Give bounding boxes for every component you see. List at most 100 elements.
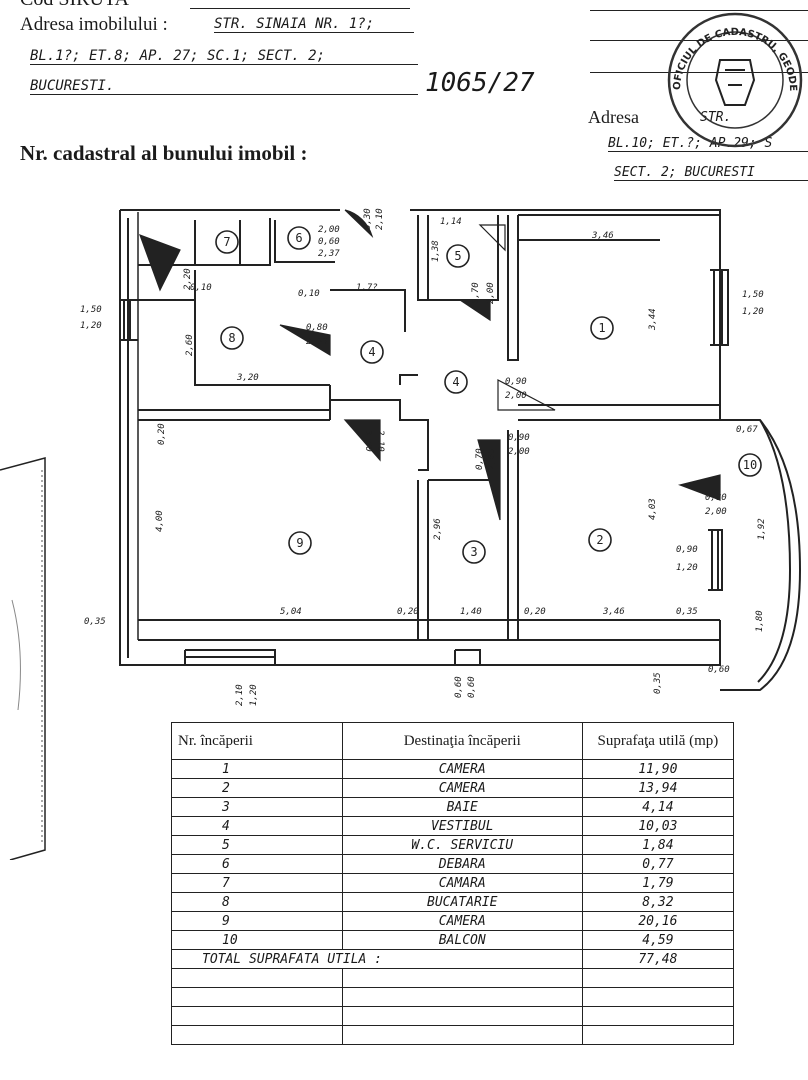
table-empty-row [171,1025,735,1045]
dim-text: 0,70 [475,448,485,470]
file-number: 1065/27 [425,68,535,98]
cod-siruta-underline [190,8,410,9]
table-empty-row [171,1006,735,1026]
cell-sup: 4,14 [581,797,735,817]
room-label-4b: 4 [452,375,459,389]
cell-sup: 10,03 [581,816,735,836]
cell-nr: 5 [171,835,343,855]
right-header-line-3 [590,72,808,73]
dim-text: 0,60 [467,676,477,698]
rooms-table-container: Nr. încăperii Destinaţia încăperii Supra… [171,722,735,1045]
dim-text: 0,10 [190,283,212,293]
dim-text: 0,60 [708,665,730,675]
cell-nr: 8 [171,892,343,912]
dim-text: 0,90 [508,433,530,443]
table-total-row: TOTAL SUPRAFATA UTILA : 77,48 [171,949,735,969]
total-value: 77,48 [581,949,735,969]
header-suprafata: Suprafaţa utilă (mp) [581,722,735,760]
dim-text: 2,00 [318,225,340,235]
dim-text: 0,60 [454,676,464,698]
cell-dest: BAIE [341,797,583,817]
room-label-1: 1 [598,321,605,335]
table-row: 7 CAMARA 1,79 [171,873,735,893]
dim-text: 1,40 [460,607,482,617]
room-label-10: 10 [743,458,757,472]
cell-sup: 13,94 [581,778,735,798]
cell-sup: 20,16 [581,911,735,931]
cell-sup: 1,79 [581,873,735,893]
cell-nr: 9 [171,911,343,931]
address-label: Adresa imobilului : [20,14,168,35]
cell-nr: 4 [171,816,343,836]
dim-text: 0,90 [676,545,698,555]
dim-text: 4,03 [648,498,658,520]
cell-nr: 7 [171,873,343,893]
address-line-3: BUCURESTI. [30,78,418,95]
dim-text: 0,35 [653,672,663,694]
cod-siruta-label: Cod SIRUTA [20,0,129,11]
table-row: 10 BALCON 4,59 [171,930,735,950]
official-stamp: OFICIUL DE CADASTRU, GEODEZIE SI CARTOGR… [650,0,803,148]
dim-text: 2,00 [486,282,496,304]
cell-nr: 2 [171,778,343,798]
dim-text: 0,20 [397,607,419,617]
dim-text: 2,00 [508,447,530,457]
cell-dest: BALCON [341,930,583,950]
room-label-3: 3 [470,545,477,559]
header-nr: Nr. încăperii [171,722,343,760]
right-address-line-2: BL.10; ET.?; AP.29; S [608,136,808,152]
table-row: 5 W.C. SERVICIU 1,84 [171,835,735,855]
dim-text: 0,80 [306,323,328,333]
table-empty-row [171,987,735,1007]
room-label-2: 2 [596,533,603,547]
right-address-line-1: STR. [700,110,732,125]
dim-text: 2,96 [433,518,443,540]
dim-text: 0,30 [363,208,373,230]
dim-text: 0,10 [298,289,320,299]
cell-dest: CAMERA [341,759,583,779]
dim-text: 0,80 [705,493,727,503]
table-header-row: Nr. încăperii Destinaţia încăperii Supra… [171,722,735,760]
adjacent-document-edge [0,457,46,860]
dim-text: 2,00 [705,507,727,517]
dim-text: 1,20 [249,684,259,706]
dim-text: 1,20 [676,563,698,573]
cell-sup: 4,59 [581,930,735,950]
rooms-table: Nr. încăperii Destinaţia încăperii Supra… [171,722,735,1045]
dim-text: 1,38 [431,240,441,262]
table-row: 1 CAMERA 11,90 [171,759,735,779]
cell-dest: CAMARA [341,873,583,893]
cell-dest: CAMERA [341,778,583,798]
right-address-line-3: SECT. 2; BUCURESTI [614,165,808,181]
cell-sup: 11,90 [581,759,735,779]
cell-nr: 6 [171,854,343,874]
room-label-7: 7 [223,235,230,249]
dim-text: 0,35 [84,617,106,627]
dim-text: 2,37 [318,249,340,259]
dim-text: 3,20 [236,373,259,383]
floor-plan: 1 2 3 4 4 5 6 7 8 9 10 3,46 3,44 1,50 1,… [80,208,802,706]
room-label-6: 6 [295,231,302,245]
cell-dest: W.C. SERVICIU [341,835,583,855]
cell-dest: BUCATARIE [341,892,583,912]
dim-text: 3,44 [648,308,658,331]
dim-text: 1,20 [80,321,102,331]
right-header-line-1 [590,10,808,11]
cell-sup: 0,77 [581,854,735,874]
table-empty-row [171,968,735,988]
dim-text: 1,50 [80,305,102,315]
cell-dest: DEBARA [341,854,583,874]
right-header-line-2 [590,40,808,41]
room-label-4a: 4 [368,345,375,359]
dim-text: 2,10 [375,208,385,230]
dim-text: 0,70 [471,282,481,304]
room-label-5: 5 [454,249,461,263]
dim-text: 2,00 [505,391,527,401]
table-row: 4 VESTIBUL 10,03 [171,816,735,836]
dim-text: 1,14 [440,217,462,227]
dim-text: 1,50 [742,290,764,300]
dim-text: 1,92 [757,518,767,540]
cell-nr: 10 [171,930,343,950]
dim-text: 2,00 [306,337,328,347]
dim-text: 3,46 [602,607,625,617]
